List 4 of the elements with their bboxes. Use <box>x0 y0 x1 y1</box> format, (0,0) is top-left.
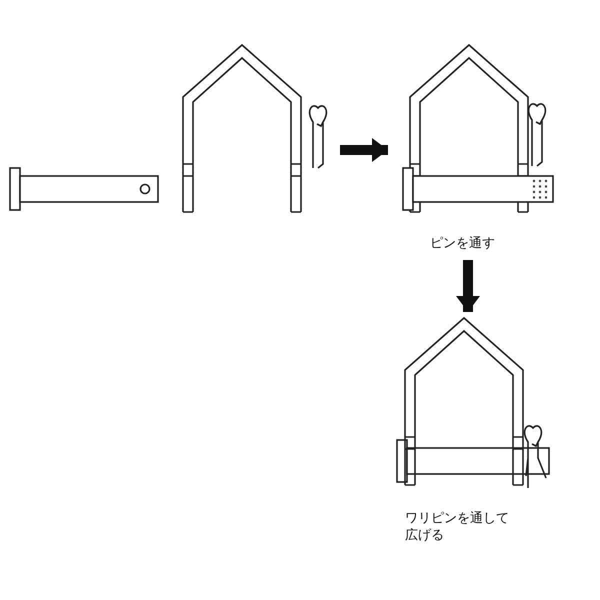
block-arrow <box>456 260 480 312</box>
step-caption: ピンを通す <box>430 235 496 252</box>
step-caption: ワリピンを通して広げる <box>405 510 510 544</box>
block-arrow <box>340 138 388 162</box>
